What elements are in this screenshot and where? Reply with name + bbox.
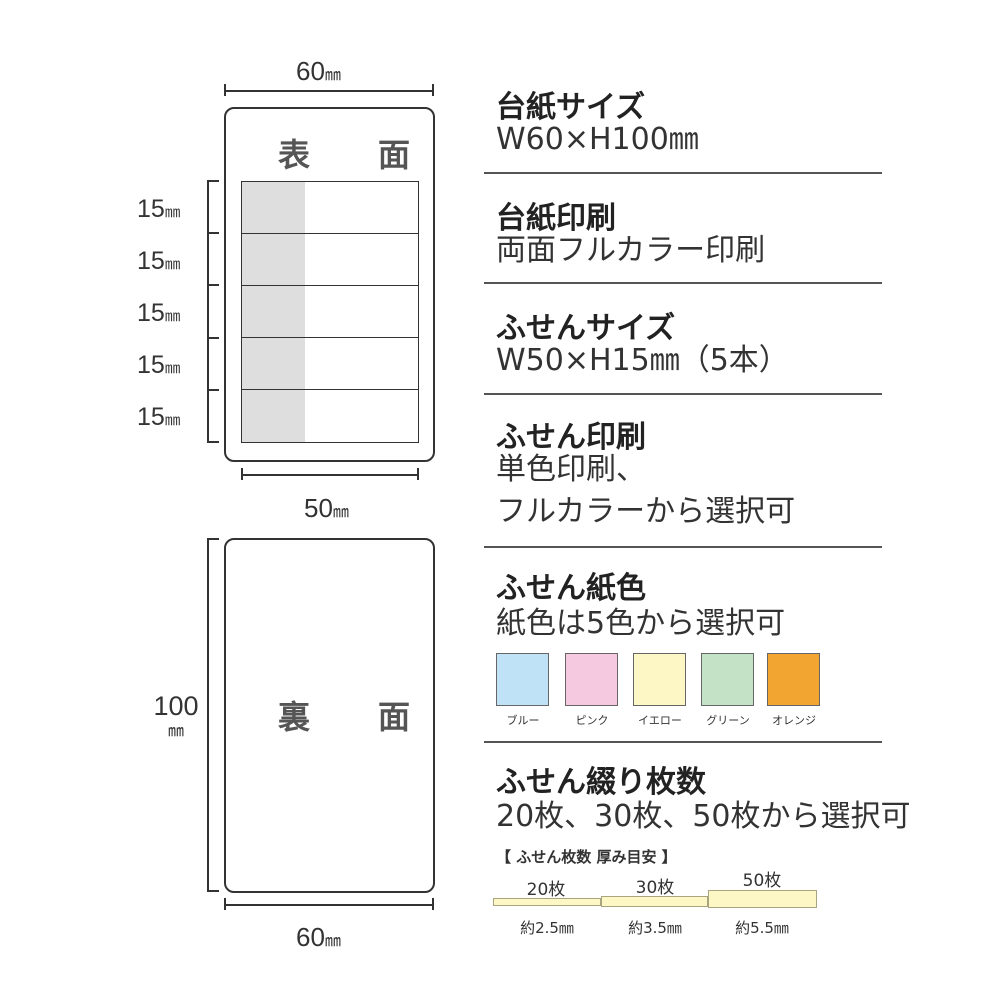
swatch-label-orange: オレンジ: [772, 714, 816, 727]
sticky-note-stack: [241, 181, 419, 443]
sticky-note-row: [242, 182, 418, 234]
row-height-value: 15: [137, 299, 165, 327]
front-width-top-tick-right: [432, 84, 434, 96]
sticky-note-shade: [242, 338, 305, 389]
section-divider: [484, 172, 882, 174]
back-width-dim-line: [224, 904, 434, 906]
sticky-note-row: [242, 390, 418, 442]
mount-print-title: 台紙印刷: [496, 201, 616, 236]
front-width-top-unit: ㎜: [324, 66, 342, 84]
front-rows-tick: [207, 232, 219, 234]
sticky-note-row: [242, 234, 418, 286]
row-height-value: 15: [137, 247, 165, 275]
front-rows-tick: [207, 284, 219, 286]
row-height-label: 15㎜: [137, 247, 180, 276]
stack-count-20: 20枚: [526, 880, 566, 900]
back-width-label: 60㎜: [296, 922, 341, 953]
row-height-unit: ㎜: [164, 204, 181, 221]
sticky-note-shade: [242, 234, 305, 285]
front-width-bottom-tick-right: [417, 468, 419, 480]
swatch-label-blue: ブルー: [506, 714, 540, 727]
row-height-label: 15㎜: [137, 195, 180, 224]
front-width-bottom-value: 50: [304, 493, 333, 523]
front-rows-tick: [207, 180, 219, 182]
back-height-label: 100 ㎜: [146, 693, 206, 745]
swatch-green: [701, 653, 754, 706]
note-size-title: ふせんサイズ: [496, 311, 676, 346]
row-height-value: 15: [137, 195, 165, 223]
back-height-tick-top: [207, 538, 219, 540]
row-height-unit: ㎜: [164, 256, 181, 273]
back-width-tick-right: [432, 898, 434, 910]
sticky-note-shade: [242, 182, 305, 233]
note-print-text-line1: 単色印刷、: [496, 452, 646, 487]
sticky-note-row: [242, 286, 418, 338]
swatch-pink: [565, 653, 618, 706]
section-divider: [484, 741, 882, 743]
mount-print-text: 両面フルカラー印刷: [496, 233, 766, 268]
mount-size-text: W60×H100㎜: [496, 122, 699, 157]
note-color-text: 紙色は5色から選択可: [496, 606, 786, 641]
row-height-label: 15㎜: [137, 403, 180, 432]
front-width-top-dim-line: [224, 90, 434, 92]
front-width-top-label: 60㎜: [296, 56, 341, 87]
row-height-value: 15: [137, 403, 165, 431]
swatch-label-yellow: イエロー: [638, 714, 682, 727]
note-print-text-line2: フルカラーから選択可: [496, 494, 796, 529]
note-count-text: 20枚、30枚、50枚から選択可: [496, 799, 911, 834]
row-height-unit: ㎜: [164, 360, 181, 377]
back-height-tick-bottom: [207, 890, 219, 892]
row-height-unit: ㎜: [164, 412, 181, 429]
front-width-top-value: 60: [296, 56, 325, 86]
swatch-yellow: [633, 653, 686, 706]
stack-bar-20: [493, 898, 601, 906]
front-rows-tick: [207, 389, 219, 391]
back-width-tick-left: [224, 898, 226, 910]
stack-count-30: 30枚: [635, 878, 675, 898]
stack-count-50: 50枚: [742, 871, 782, 891]
mount-size-title: 台紙サイズ: [496, 90, 646, 125]
thickness-heading: 【 ふせん枚数 厚み目安 】: [496, 848, 677, 866]
note-count-title: ふせん綴り枚数: [496, 765, 706, 800]
front-width-top-tick-left: [224, 84, 226, 96]
back-height-unit: ㎜: [167, 723, 184, 740]
front-title: 表 面: [278, 136, 429, 174]
back-width-value: 60: [296, 922, 325, 952]
front-rows-tick: [207, 441, 219, 443]
back-width-unit: ㎜: [324, 932, 342, 950]
sticky-note-shade: [242, 390, 305, 442]
front-width-bottom-label: 50㎜: [304, 493, 349, 524]
front-rows-tick: [207, 337, 219, 339]
front-rows-dim-line: [207, 180, 209, 443]
note-color-title: ふせん紙色: [496, 571, 646, 606]
section-divider: [484, 282, 882, 284]
front-width-bottom-dim-line: [241, 474, 419, 476]
note-size-text: W50×H15㎜（5本）: [496, 343, 789, 378]
swatch-blue: [496, 653, 549, 706]
back-height-value: 100: [153, 691, 199, 721]
front-width-bottom-unit: ㎜: [332, 503, 350, 521]
section-divider: [484, 546, 882, 548]
swatch-label-pink: ピンク: [575, 714, 609, 727]
back-height-dim-line: [207, 538, 209, 892]
sticky-note-row: [242, 338, 418, 390]
sticky-note-shade: [242, 286, 305, 337]
note-print-title: ふせん印刷: [496, 420, 646, 455]
stack-thickness-20: 約2.5㎜: [520, 919, 574, 937]
stack-bar-30: [601, 896, 708, 907]
swatch-orange: [767, 653, 820, 706]
back-card: [224, 538, 435, 893]
section-divider: [484, 393, 882, 395]
stack-thickness-50: 約5.5㎜: [735, 919, 789, 937]
stack-thickness-30: 約3.5㎜: [628, 919, 682, 937]
front-width-bottom-tick-left: [241, 468, 243, 480]
row-height-label: 15㎜: [137, 299, 180, 328]
row-height-unit: ㎜: [164, 308, 181, 325]
swatch-label-green: グリーン: [706, 714, 750, 727]
row-height-value: 15: [137, 351, 165, 379]
row-height-label: 15㎜: [137, 351, 180, 380]
back-title: 裏 面: [278, 698, 429, 736]
stack-bar-50: [708, 890, 817, 908]
